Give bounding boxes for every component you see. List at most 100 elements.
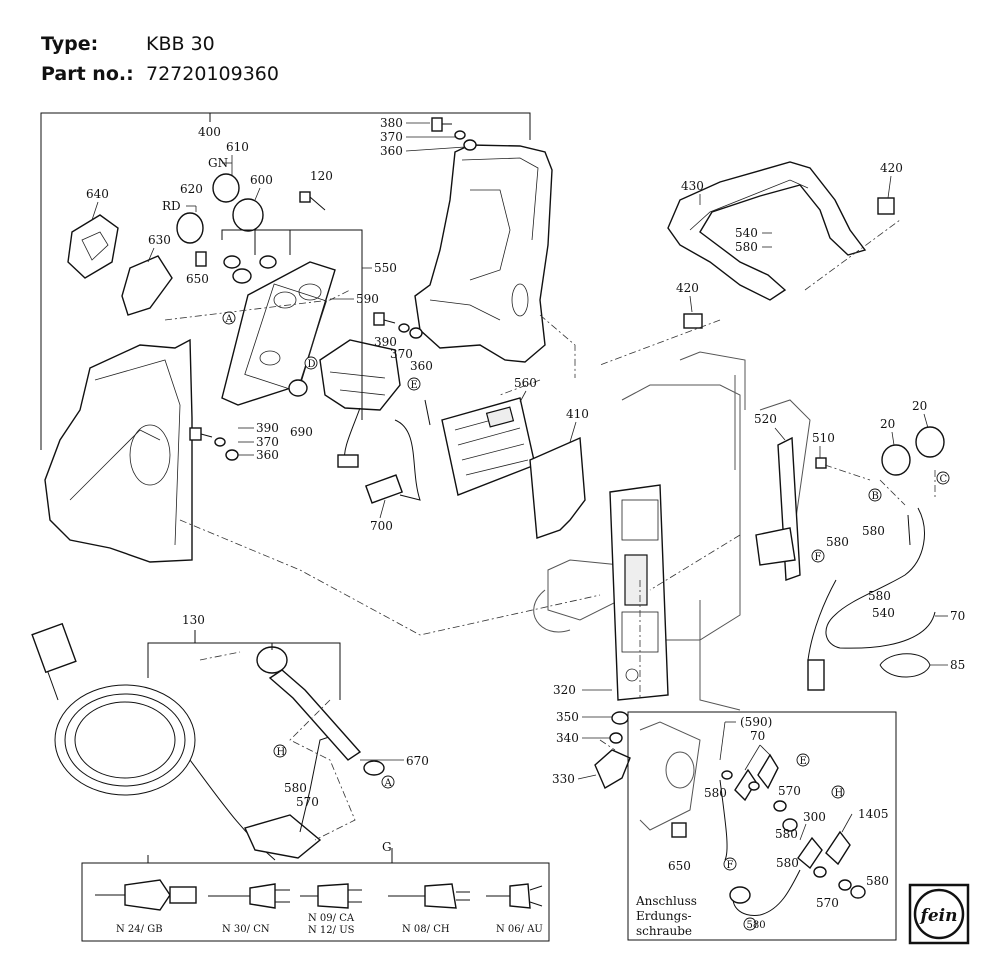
callout-c: C: [940, 474, 948, 485]
rail-320: [609, 484, 669, 701]
star-knob-330: [594, 711, 631, 790]
callout-370c: 370: [256, 435, 279, 449]
callout-580i: 570: [816, 896, 839, 910]
callout-570: 570: [296, 795, 319, 809]
callout-rd: RD: [162, 199, 181, 213]
callout-690: 690: [290, 425, 313, 439]
callout-70: 70: [950, 609, 965, 623]
callout-650: 650: [186, 272, 209, 286]
cable-70: [807, 507, 936, 691]
callout-580d: 580: [868, 589, 891, 603]
callout-f: F: [815, 552, 822, 563]
callout-570b: 570: [778, 784, 801, 798]
plug-code-ca: N 09/ CA: [308, 913, 355, 924]
part-690: [288, 379, 308, 397]
callout-610: 610: [226, 140, 249, 154]
type-label: Type:: [41, 33, 99, 55]
callout-650b: 650: [668, 859, 691, 873]
plug-code-cn: N 30/ CN: [222, 924, 270, 935]
callout-360b: 360: [410, 359, 433, 373]
type-row: Type:: [41, 33, 98, 55]
plug-code-au: N 06/ AU: [496, 924, 543, 935]
bracket-400: [40, 112, 531, 450]
caps-20: [881, 426, 945, 476]
callout-h: H: [277, 747, 286, 758]
knobs-and-covers: [67, 173, 308, 397]
callout-580: 580: [735, 240, 758, 254]
callout-400: 400: [198, 125, 221, 139]
callout-130b: G: [382, 840, 392, 854]
callout-560: 560: [514, 376, 537, 390]
callout-360: 360: [380, 144, 403, 158]
callout-70b: 70: [750, 729, 765, 743]
callout-g: 580: [747, 920, 766, 931]
handle-430: [667, 161, 895, 329]
callout-130: 130: [182, 613, 205, 627]
callout-300: 300: [803, 810, 826, 824]
callout-b: B: [872, 491, 879, 502]
plug-variants-box: [81, 848, 550, 942]
callout-580f: 580: [704, 786, 727, 800]
callout-20b: 20: [912, 399, 927, 413]
callout-320: 320: [553, 683, 576, 697]
callout-590b: (590): [740, 715, 772, 729]
plug-code-us: N 12/ US: [308, 925, 355, 936]
callout-580c: 580: [826, 535, 849, 549]
callout-620: 620: [180, 182, 203, 196]
inset-caption-2: Erdungs-: [636, 909, 692, 923]
callout-640: 640: [86, 187, 109, 201]
logo-text: fein: [920, 906, 958, 926]
plug-code-gb: N 24/ GB: [116, 924, 163, 935]
callout-600: 600: [250, 173, 273, 187]
part-610: [212, 173, 240, 203]
callout-520: 520: [754, 412, 777, 426]
callout-420b: 420: [676, 281, 699, 295]
callout-510: 510: [812, 431, 835, 445]
power-cable-130: [31, 622, 336, 861]
part-640: [67, 214, 119, 279]
assembly-lines: [164, 219, 936, 841]
callout-420: 420: [880, 161, 903, 175]
switch-assembly: [319, 339, 431, 504]
housing-right-half: [414, 144, 553, 363]
inset-earth-screw: [627, 711, 897, 941]
callout-350: 350: [556, 710, 579, 724]
clip-85: [879, 653, 931, 678]
inset-caption-1: Anschluss: [635, 894, 697, 908]
callout-e: E: [411, 380, 418, 391]
callout-370: 370: [380, 130, 403, 144]
callout-540: 540: [735, 226, 758, 240]
callout-d: D: [308, 359, 316, 370]
part-630: [121, 255, 173, 316]
fein-logo: fein: [908, 883, 970, 945]
callout-580g: 580: [775, 827, 798, 841]
callout-a2: A: [384, 778, 393, 789]
plug-code-ch: N 08/ CH: [402, 924, 450, 935]
circuit-board-560: [441, 397, 536, 496]
callout-370b: 370: [390, 347, 413, 361]
callout-550: 550: [374, 261, 397, 275]
switch-plate-590: [221, 261, 336, 406]
callout-85: 85: [950, 658, 965, 672]
callout-labels: 400 380 370 360 610 GN 120 620 600 RD 64…: [86, 116, 965, 938]
bracket-130: [147, 630, 341, 700]
callout-h2: H: [835, 788, 844, 799]
callout-390b: 390: [256, 421, 279, 435]
callout-590: 590: [356, 292, 379, 306]
part-600: [232, 198, 264, 232]
callout-380: 380: [380, 116, 403, 130]
callout-340: 340: [556, 731, 579, 745]
callout-f2: F: [727, 860, 734, 871]
callout-670: 670: [406, 754, 429, 768]
callout-330: 330: [552, 772, 575, 786]
callout-a: A: [225, 314, 234, 325]
callout-e2: E: [800, 756, 807, 767]
part-650: [195, 251, 207, 267]
inset-caption-3: schraube: [636, 924, 692, 938]
screws: [189, 117, 477, 461]
part-no-label: Part no.:: [41, 63, 134, 85]
callout-120: 120: [310, 169, 333, 183]
leader-lines: [91, 122, 948, 841]
